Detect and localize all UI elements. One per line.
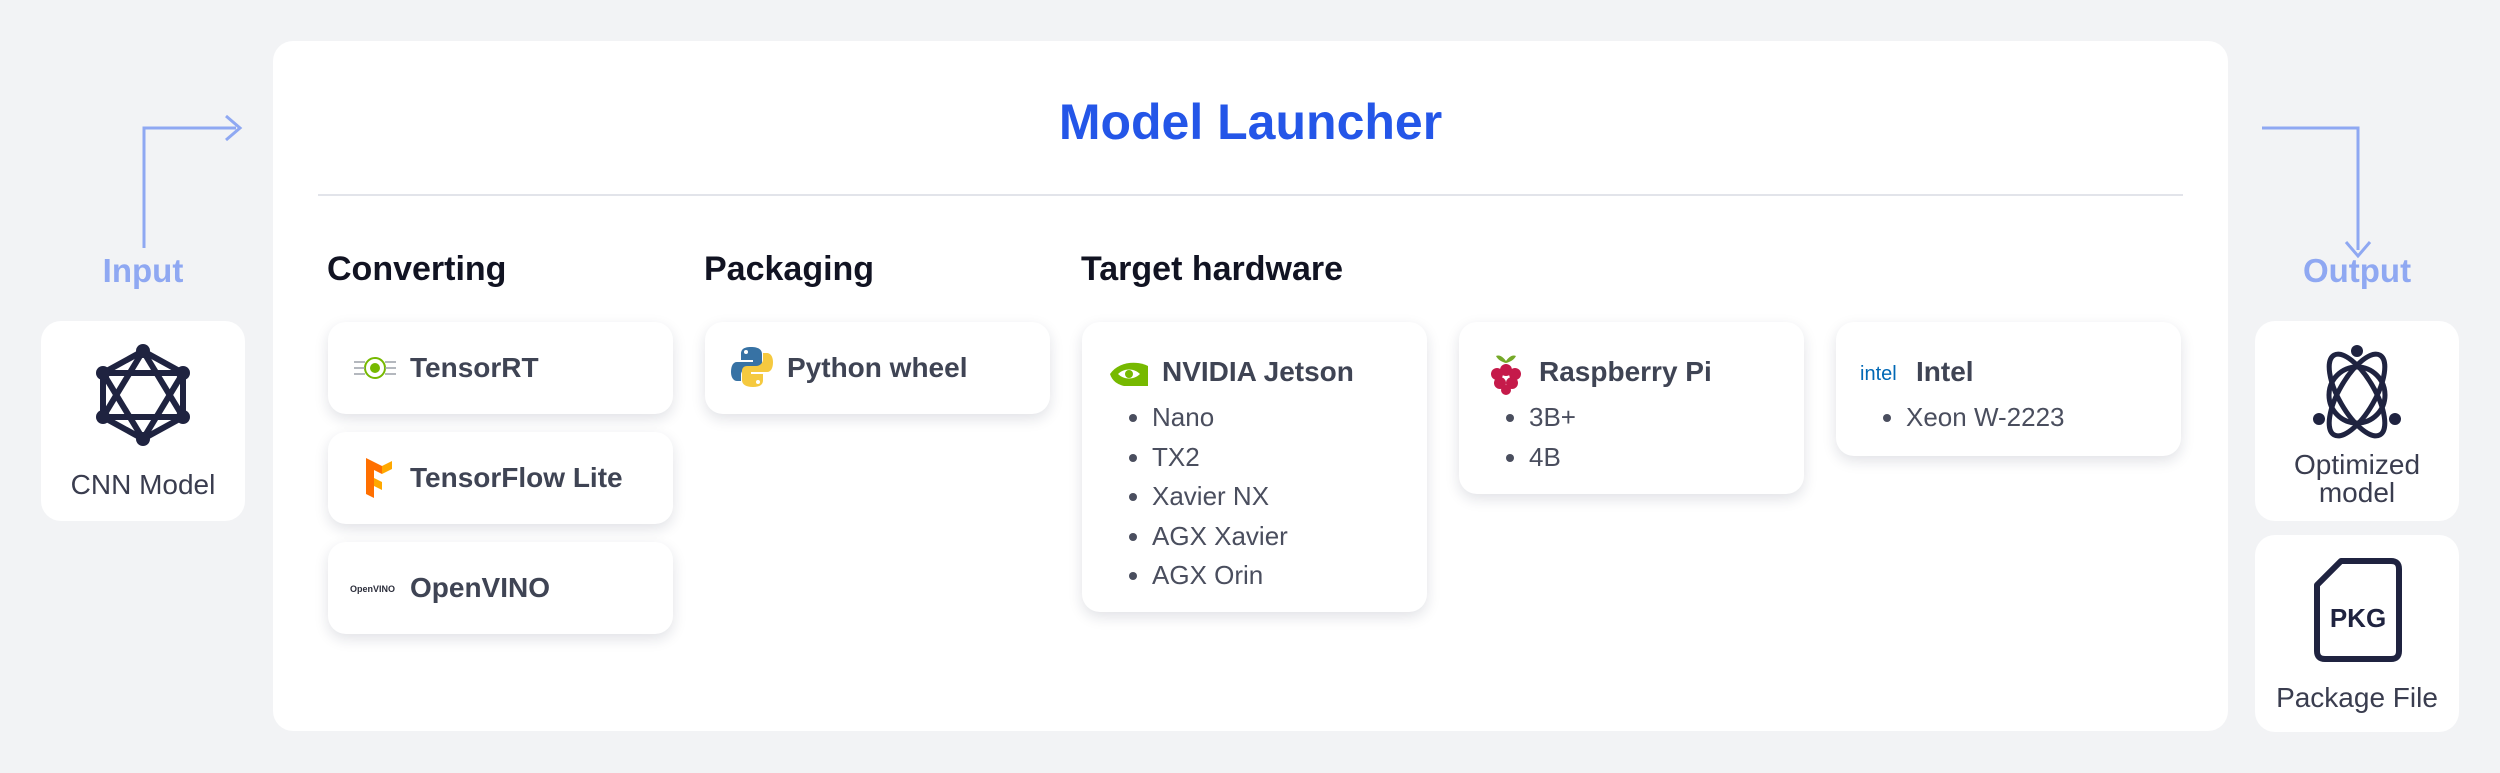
- raspberry-pi-title: Raspberry Pi: [1539, 356, 1712, 387]
- nvidia-icon: [1110, 362, 1148, 386]
- python-icon: [731, 347, 773, 387]
- list-item: Xeon W-2223: [1906, 398, 2065, 438]
- hardware-raspberry-pi[interactable]: Raspberry Pi 3B+ 4B: [1459, 322, 1804, 494]
- openvino-label: OpenVINO: [410, 572, 551, 603]
- list-item: 3B+: [1529, 398, 1576, 438]
- output-heading: Output: [2302, 252, 2412, 289]
- package-file-label: Package File: [2276, 682, 2438, 713]
- converter-tensorrt[interactable]: TensorRT: [328, 322, 673, 414]
- intel-title: Intel: [1916, 356, 1974, 387]
- intel-models: Xeon W-2223: [1886, 398, 2065, 438]
- packager-python-wheel[interactable]: Python wheel: [705, 322, 1050, 414]
- output-package-file: PKG Package File: [2255, 535, 2459, 732]
- converter-tensorflow-lite[interactable]: TensorFlow Lite: [328, 432, 673, 524]
- atom-icon: [2313, 345, 2401, 439]
- tensorflow-lite-icon: [366, 458, 392, 498]
- hardware-nvidia-jetson[interactable]: NVIDIA Jetson Nano TX2 Xavier NX AGX Xav…: [1082, 322, 1427, 612]
- openvino-icon: OpenVINO: [350, 584, 395, 594]
- model-launcher-title: Model Launcher: [1058, 94, 1443, 150]
- neural-network-icon: [96, 344, 190, 446]
- optimized-model-label-line1: Optimized: [2293, 449, 2421, 480]
- python-wheel-label: Python wheel: [787, 352, 968, 383]
- section-target-hardware: Target hardware: [1081, 250, 1344, 288]
- hardware-intel[interactable]: intel Intel Xeon W-2223: [1836, 322, 2181, 456]
- title-divider: [318, 194, 2183, 196]
- input-arrow: [142, 114, 243, 248]
- section-converting: Converting: [327, 250, 507, 288]
- tensorrt-label: TensorRT: [410, 352, 539, 383]
- input-node-label: CNN Model: [70, 469, 216, 500]
- input-node: CNN Model: [41, 321, 245, 521]
- converter-openvino[interactable]: OpenVINO OpenVINO: [328, 542, 673, 634]
- list-item: AGX Orin: [1152, 556, 1288, 596]
- raspberry-pi-models: 3B+ 4B: [1509, 398, 1576, 477]
- intel-icon: intel: [1860, 363, 1897, 385]
- nvidia-jetson-models: Nano TX2 Xavier NX AGX Xavier AGX Orin: [1132, 398, 1288, 596]
- model-launcher-panel: Model Launcher Converting Packaging Targ…: [273, 41, 2228, 731]
- nvidia-jetson-title: NVIDIA Jetson: [1162, 356, 1354, 387]
- tensorflow-lite-label: TensorFlow Lite: [410, 462, 623, 493]
- list-item: 4B: [1529, 438, 1576, 478]
- svg-text:intel: intel: [1860, 363, 1897, 385]
- pkg-badge: PKG: [2330, 603, 2386, 633]
- input-heading: Input: [102, 252, 184, 289]
- svg-text:OpenVINO: OpenVINO: [350, 584, 395, 594]
- optimized-model-label-line2: model: [2318, 477, 2396, 508]
- output-optimized-model: Optimized model: [2255, 321, 2459, 521]
- tensorrt-icon: [354, 357, 396, 379]
- package-file-icon: PKG: [2314, 558, 2402, 662]
- output-arrow: [2262, 126, 2372, 259]
- list-item: Xavier NX: [1152, 477, 1288, 517]
- raspberry-pi-icon: [1491, 355, 1521, 395]
- section-packaging: Packaging: [704, 250, 875, 288]
- list-item: TX2: [1152, 438, 1288, 478]
- list-item: Nano: [1152, 398, 1288, 438]
- list-item: AGX Xavier: [1152, 517, 1288, 557]
